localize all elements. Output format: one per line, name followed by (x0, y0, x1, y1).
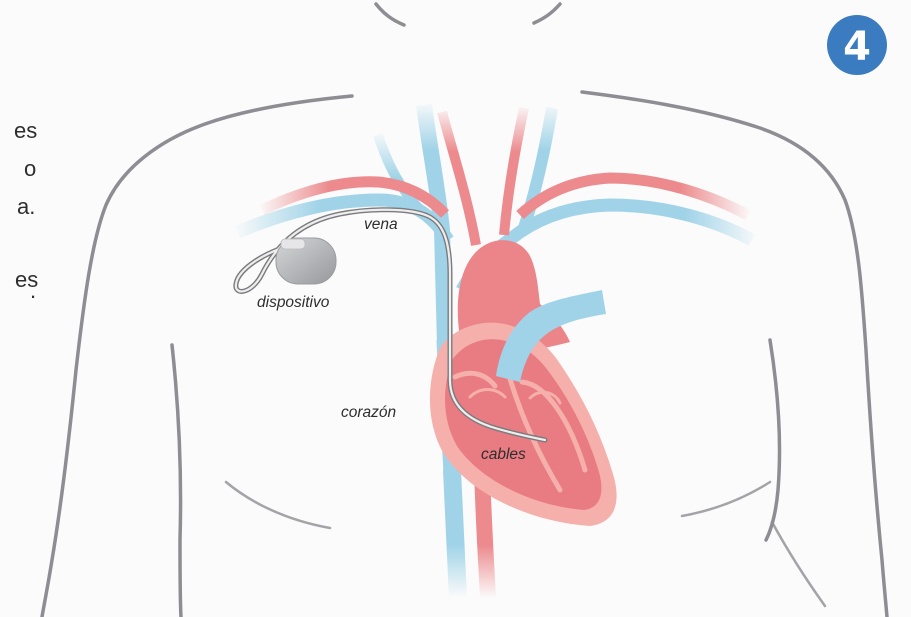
right-pectoral-line (682, 482, 770, 516)
inferior-vena-cava (452, 470, 458, 598)
throat-line-right (534, 4, 560, 23)
label-leads: cables (481, 446, 526, 463)
left-armpit-line (172, 345, 181, 617)
right-side-line (772, 522, 825, 606)
label-heart: corazón (341, 404, 396, 421)
label-device: dispositivo (257, 294, 330, 311)
step-badge-number: 4 (843, 24, 871, 70)
pacemaker-header (281, 239, 305, 249)
right-armpit-line (766, 340, 780, 540)
label-vein: vena (364, 216, 398, 233)
throat-line-left (376, 4, 404, 25)
left-pectoral-line (226, 482, 330, 528)
left-shoulder-arm-outline (42, 96, 352, 617)
step-badge: 4 (827, 15, 887, 75)
right-shoulder-arm-outline (582, 92, 887, 617)
